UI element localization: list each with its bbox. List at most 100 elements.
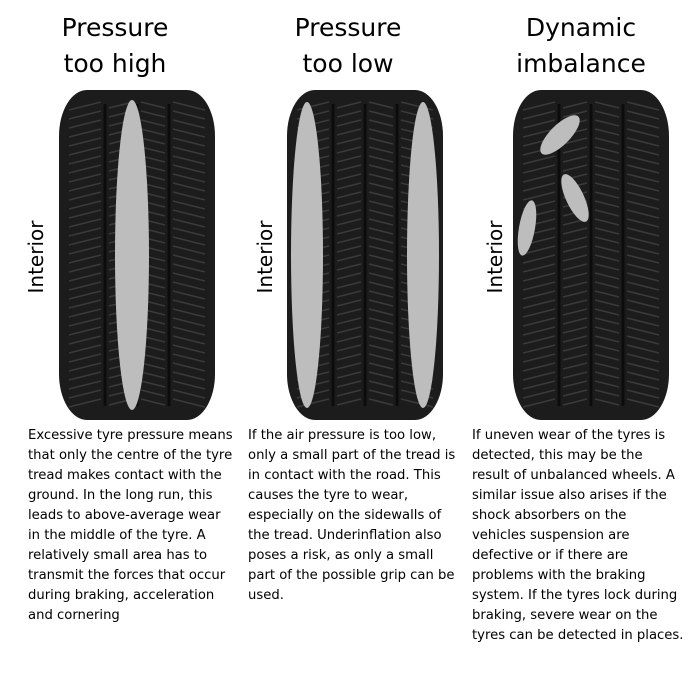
tread-sipe: [594, 281, 620, 289]
tread-sipe: [522, 344, 556, 354]
tread-sipe: [522, 317, 556, 327]
tread-sipe: [594, 200, 620, 208]
tread-sipe: [594, 236, 620, 244]
tread-sipe: [594, 137, 620, 145]
tread-sipe: [522, 380, 556, 390]
tread-sipe: [336, 290, 362, 298]
tread-sipe: [562, 299, 588, 307]
tread-sipe: [562, 362, 588, 370]
tread-sipe: [522, 299, 556, 309]
tyre-illustration-centre-wear: [59, 90, 215, 420]
tread-sipe: [594, 389, 620, 397]
tread-sipe: [626, 119, 660, 129]
panel-description: If uneven wear of the tyres is detected,…: [472, 428, 684, 643]
tread-sipe: [626, 362, 660, 372]
tread-sipe: [562, 326, 588, 334]
tread-sipe: [562, 137, 588, 145]
tread-sipe: [172, 263, 206, 273]
tread-sipe: [368, 182, 394, 190]
tread-sipe: [522, 155, 556, 165]
wear-area-right-edge: [407, 102, 439, 408]
tread-sipe: [522, 263, 556, 273]
tread-sipe: [140, 146, 166, 154]
tread-sipe: [368, 155, 394, 163]
tread-sipe: [140, 398, 166, 406]
tread-sipe: [336, 380, 362, 388]
tread-sipe: [172, 272, 206, 282]
tread-sipe: [522, 389, 556, 399]
tread-sipe: [594, 371, 620, 379]
tread-sipe: [626, 380, 660, 390]
tread-sipe: [172, 137, 206, 147]
tread-sipe: [68, 182, 102, 192]
tread-sipe: [562, 110, 588, 118]
tread-sipe: [68, 281, 102, 291]
tread-sipe: [368, 272, 394, 280]
tread-sipe: [562, 263, 588, 271]
tread-sipe: [172, 218, 206, 228]
tread-sipe: [68, 344, 102, 354]
tread-sipe: [336, 137, 362, 145]
tread-sipe: [562, 389, 588, 397]
tread-sipe: [522, 326, 556, 336]
panel-pressure-too-low: Pressure too low Interior If the air pre…: [233, 0, 463, 700]
tread-sipe: [522, 290, 556, 300]
tread-sipe: [368, 245, 394, 253]
tread-sipe: [562, 272, 588, 280]
tread-sipe: [68, 308, 102, 318]
tread-sipe: [336, 101, 362, 109]
panel-description: Excessive tyre pressure means that only …: [28, 428, 233, 623]
tread-sipe: [336, 362, 362, 370]
tread-pattern: [522, 101, 660, 408]
tread-sipe: [68, 263, 102, 273]
tread-sipe: [626, 146, 660, 156]
tread-sipe: [140, 128, 166, 136]
tread-sipe: [626, 344, 660, 354]
interior-label: Interior: [483, 220, 507, 294]
tread-sipe: [140, 389, 166, 397]
tread-sipe: [522, 110, 556, 120]
tread-sipe: [68, 101, 102, 111]
tread-sipe: [626, 272, 660, 282]
tread-sipe: [594, 263, 620, 271]
tyre-illustration-patch-wear: [513, 90, 669, 420]
tread-sipe: [594, 254, 620, 262]
tread-sipe: [562, 155, 588, 163]
tread-sipe: [522, 362, 556, 372]
tread-sipe: [562, 353, 588, 361]
tread-sipe: [68, 335, 102, 345]
tread-sipe: [172, 299, 206, 309]
wear-patch: [561, 174, 589, 222]
tread-sipe: [336, 263, 362, 271]
tread-sipe: [68, 200, 102, 210]
tread-sipe: [172, 101, 206, 111]
tread-sipe: [172, 371, 206, 381]
tread-sipe: [336, 182, 362, 190]
tread-sipe: [140, 119, 166, 127]
tread-sipe: [68, 164, 102, 174]
tread-sipe: [594, 317, 620, 325]
panel-title: Pressure too high: [61, 13, 169, 78]
tread-sipe: [594, 128, 620, 136]
tread-sipe: [522, 308, 556, 318]
interior-label: Interior: [253, 220, 277, 294]
tread-sipe: [368, 290, 394, 298]
tread-sipe: [522, 173, 556, 183]
tread-sipe: [626, 254, 660, 264]
tread-sipe: [562, 254, 588, 262]
tread-sipe: [172, 380, 206, 390]
tread-sipe: [626, 200, 660, 210]
tread-sipe: [336, 398, 362, 406]
tread-sipe: [562, 146, 588, 154]
tread-sipe: [68, 137, 102, 147]
tread-sipe: [522, 119, 556, 129]
tread-sipe: [626, 128, 660, 138]
tread-sipe: [368, 371, 394, 379]
tread-sipe: [626, 209, 660, 219]
tread-sipe: [68, 119, 102, 129]
tread-sipe: [594, 344, 620, 352]
panel-title: Dynamic imbalance: [516, 13, 646, 78]
tread-sipe: [68, 128, 102, 138]
tread-sipe: [68, 218, 102, 228]
tread-sipe: [594, 191, 620, 199]
